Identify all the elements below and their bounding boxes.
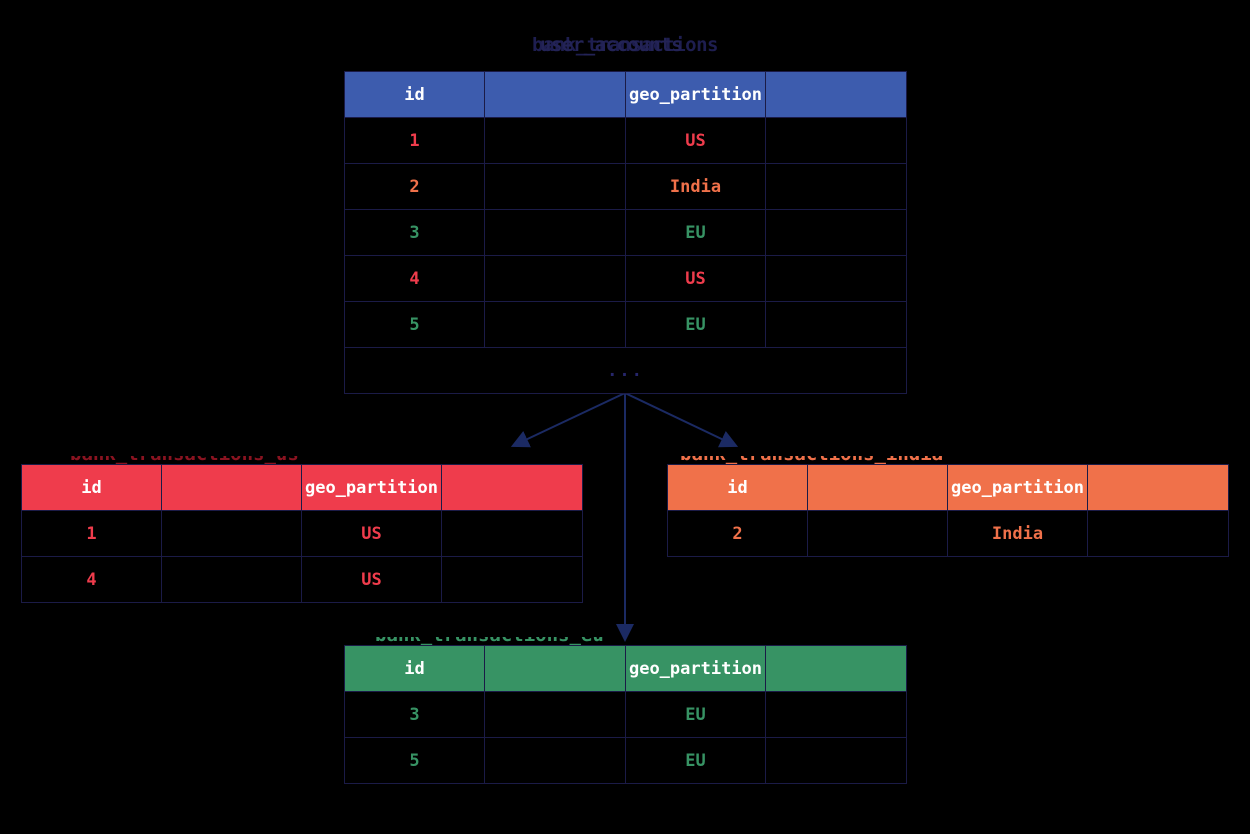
- table-row: 2 India: [667, 510, 1229, 557]
- table-row: 1 US: [344, 117, 907, 164]
- cell-blank-1: [484, 209, 626, 256]
- cell-geo-partition: US: [301, 556, 442, 603]
- table-header-row: id geo_partition: [21, 464, 583, 511]
- cell-geo-partition: US: [301, 510, 442, 557]
- table-row: 1 US: [21, 510, 583, 557]
- cell-id: 2: [667, 510, 808, 557]
- cell-geo-partition: US: [625, 255, 766, 302]
- arrow-to-us-partition: [510, 392, 626, 448]
- cell-blank-1: [484, 301, 626, 348]
- main-table-title-overlay: user_accounts: [540, 34, 683, 56]
- cell-id: 4: [21, 556, 162, 603]
- cell-geo-partition: EU: [625, 209, 766, 256]
- table-header-row: id geo_partition: [667, 464, 1229, 511]
- cell-blank-2: [1087, 510, 1229, 557]
- table-row: 2 India: [344, 163, 907, 210]
- cell-id: 2: [344, 163, 485, 210]
- table-header-row: id geo_partition: [344, 71, 907, 118]
- column-header-blank-1: [807, 464, 948, 511]
- cell-blank-1: [484, 255, 626, 302]
- eu-partition-title-clip: bank_transactions_eu: [375, 637, 655, 645]
- cell-blank-2: [765, 255, 907, 302]
- arrow-to-india-partition: [624, 392, 739, 448]
- column-header-blank-2: [441, 464, 583, 511]
- cell-blank-2: [441, 556, 583, 603]
- cell-geo-partition: EU: [625, 301, 766, 348]
- cell-blank-1: [161, 510, 302, 557]
- cell-blank-1: [484, 117, 626, 164]
- cell-blank-2: [765, 691, 907, 738]
- column-header-id: id: [344, 645, 485, 692]
- table-row: 4 US: [21, 556, 583, 603]
- column-header-id: id: [344, 71, 485, 118]
- cell-blank-2: [765, 737, 907, 784]
- cell-blank-1: [484, 163, 626, 210]
- column-header-blank-2: [765, 71, 907, 118]
- eu-partition-title: bank_transactions_eu: [375, 637, 604, 645]
- cell-blank-2: [765, 301, 907, 348]
- cell-geo-partition: US: [625, 117, 766, 164]
- cell-id: 5: [344, 301, 485, 348]
- cell-id: 3: [344, 209, 485, 256]
- main-table-title-primary: bank_transactions: [532, 34, 718, 56]
- us-partition-title-clip: bank_transactions_us: [70, 456, 330, 464]
- column-header-geo-partition: geo_partition: [625, 645, 766, 692]
- india-partition-title: bank_transactions_india: [680, 456, 943, 464]
- cell-id: 4: [344, 255, 485, 302]
- column-header-blank-2: [1087, 464, 1229, 511]
- cell-blank-1: [807, 510, 948, 557]
- cell-id: 3: [344, 691, 485, 738]
- table-row: 3 EU: [344, 691, 907, 738]
- cell-blank-2: [441, 510, 583, 557]
- table-row: 5 EU: [344, 737, 907, 784]
- cell-blank-2: [765, 209, 907, 256]
- column-header-blank-1: [484, 71, 626, 118]
- overflow-indicator: ...: [344, 347, 907, 394]
- cell-blank-1: [161, 556, 302, 603]
- main-table-title: bank_transactions bank_transactions user…: [532, 34, 718, 56]
- cell-geo-partition: EU: [625, 691, 766, 738]
- cell-id: 1: [21, 510, 162, 557]
- column-header-geo-partition: geo_partition: [947, 464, 1088, 511]
- india-partition-table: id geo_partition 2 India: [667, 464, 1229, 557]
- column-header-blank-1: [484, 645, 626, 692]
- us-partition-title: bank_transactions_us: [70, 456, 299, 464]
- column-header-blank-2: [765, 645, 907, 692]
- column-header-id: id: [667, 464, 808, 511]
- table-header-row: id geo_partition: [344, 645, 907, 692]
- cell-blank-2: [765, 117, 907, 164]
- eu-partition-table: id geo_partition 3 EU 5 EU: [344, 645, 907, 784]
- column-header-id: id: [21, 464, 162, 511]
- cell-blank-1: [484, 737, 626, 784]
- cell-geo-partition: India: [947, 510, 1088, 557]
- cell-id: 1: [344, 117, 485, 164]
- table-row: 4 US: [344, 255, 907, 302]
- column-header-blank-1: [161, 464, 302, 511]
- table-row: 5 EU: [344, 301, 907, 348]
- india-partition-title-clip: bank_transactions_india: [680, 456, 980, 464]
- us-partition-table: id geo_partition 1 US 4 US: [21, 464, 583, 603]
- main-table: id geo_partition 1 US 2 India 3: [344, 71, 907, 394]
- cell-id: 5: [344, 737, 485, 784]
- cell-blank-1: [484, 691, 626, 738]
- cell-blank-2: [765, 163, 907, 210]
- column-header-geo-partition: geo_partition: [625, 71, 766, 118]
- table-overflow-row: ...: [344, 347, 907, 394]
- column-header-geo-partition: geo_partition: [301, 464, 442, 511]
- cell-geo-partition: India: [625, 163, 766, 210]
- cell-geo-partition: EU: [625, 737, 766, 784]
- table-row: 3 EU: [344, 209, 907, 256]
